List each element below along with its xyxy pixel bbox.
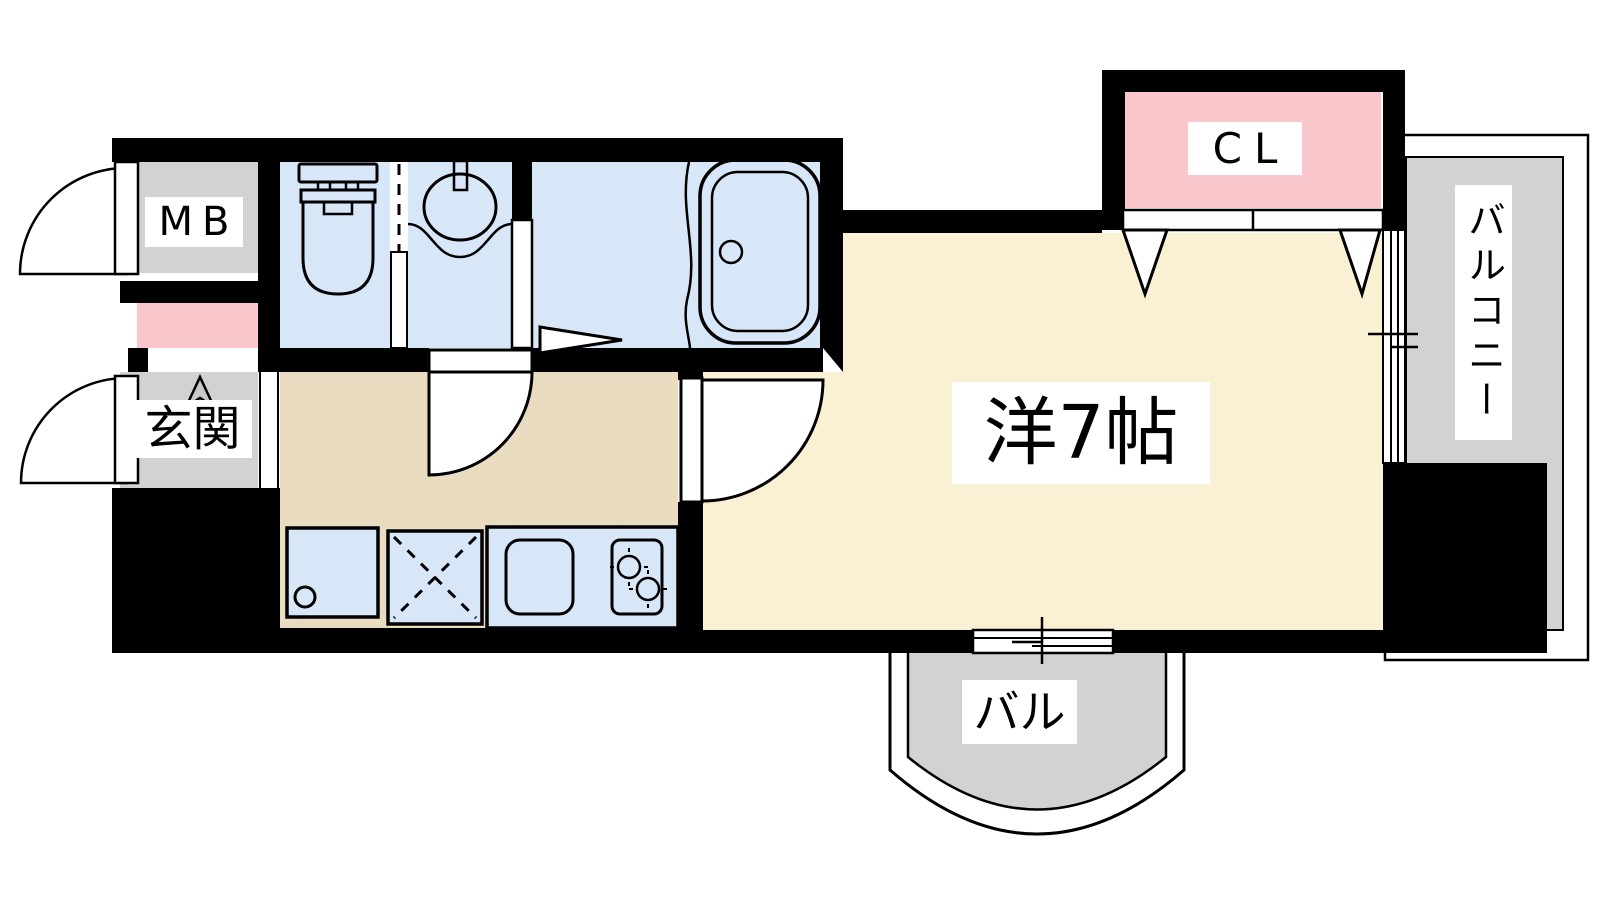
meter-box-door-icon [18,160,140,276]
side-balcony-label: バルコニー [1455,185,1512,440]
main-room-door-icon [679,376,825,504]
sink-icon [504,538,575,616]
walls [112,70,1547,653]
bottom-window-icon [971,617,1115,664]
washroom-floor [408,162,512,348]
washbasin-icon [407,159,513,259]
stove-icon [610,538,667,616]
washer-pan-icon [285,526,380,619]
side-window-icon [1368,229,1418,464]
closet-sliding-door-icon [1120,208,1385,300]
pipe-space-floor [137,303,258,348]
bathroom-floor [532,162,820,348]
toilet-icon [297,162,379,296]
entrance-hall-doorway [259,372,279,488]
bathroom-folding-door-icon [510,218,623,355]
entrance-label: 玄関 [133,400,252,458]
fridge-space-icon [386,529,484,626]
bottom-balcony-label: バル [962,680,1077,744]
kitchen-counter-icon [485,525,680,630]
bathtub-icon [684,158,822,349]
western-room-label: 洋7帖 [952,382,1210,484]
meter-box-label: MB [145,197,243,247]
entrance-door-icon [19,374,140,485]
closet-label: CL [1188,122,1302,175]
washroom-door-icon [427,348,534,477]
toilet-partition-icon [390,164,408,349]
